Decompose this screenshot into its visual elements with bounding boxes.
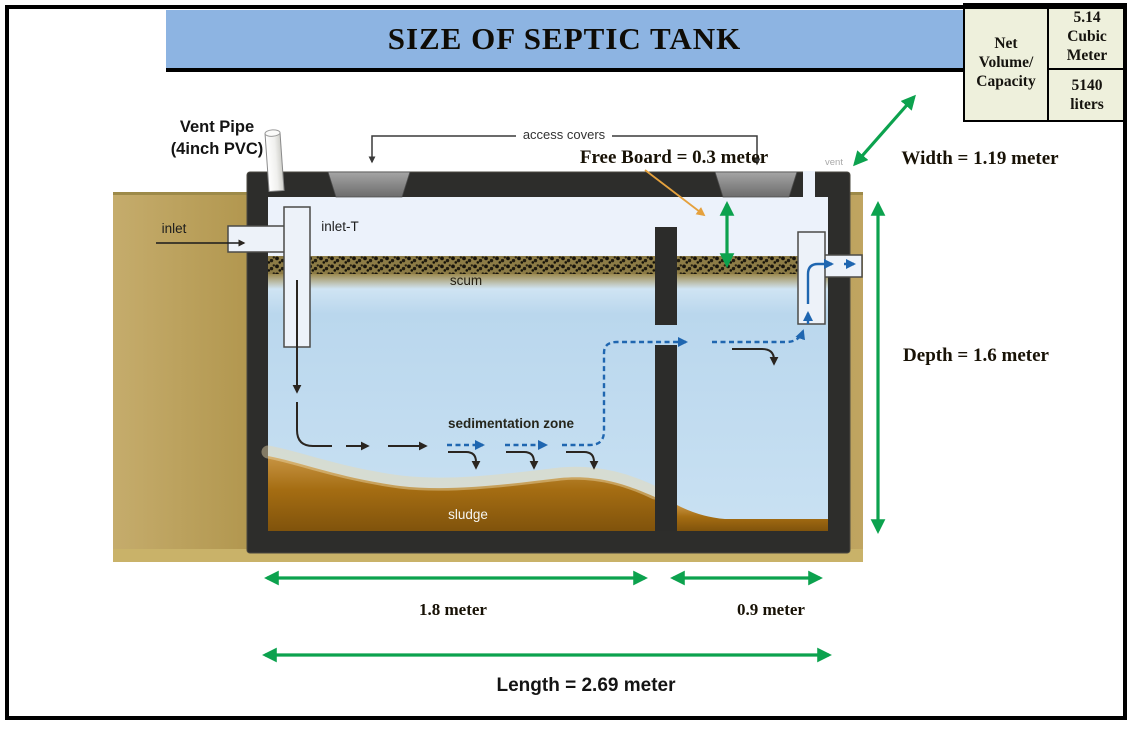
access-cover-left [327, 171, 411, 198]
dimension-arrows [262, 94, 916, 663]
vent-pipe [264, 129, 285, 193]
flow-arrows-black [292, 280, 779, 470]
scum-label: scum [449, 273, 483, 288]
vent-label: vent [825, 157, 843, 168]
depth-label: Depth = 1.6 meter [903, 345, 1049, 366]
sedimentation-zone-label: sedimentation zone [447, 416, 574, 431]
title-banner: SIZE OF SEPTIC TANK [166, 10, 963, 72]
access-cover-right [714, 171, 798, 198]
capacity-row-label: Net Volume/ Capacity [965, 5, 1049, 120]
first-chamber-dim-label: 1.8 meter [419, 600, 487, 619]
sludge-first-chamber [268, 456, 655, 531]
capacity-liters-cell: 5140 liters [1049, 70, 1125, 120]
access-covers-label: access covers [522, 127, 606, 142]
free-board-pointer-arrow [644, 169, 706, 217]
capacity-cubic-meter-cell: 5.14 Cubic Meter [1049, 5, 1125, 70]
inlet-label: inlet [161, 221, 187, 236]
second-chamber-dim-label: 0.9 meter [737, 600, 805, 619]
sludge-second-chamber [677, 505, 828, 531]
tank-interior [261, 197, 828, 531]
baffle-wall [655, 227, 677, 531]
width-arrow [853, 94, 916, 167]
page-title: SIZE OF SEPTIC TANK [387, 21, 742, 56]
sludge-surface-highlight [261, 445, 662, 500]
scum-fade [268, 274, 828, 289]
capacity-table: Net Volume/ Capacity 5.14 Cubic Meter 51… [963, 3, 1127, 122]
sludge-label: sludge [448, 507, 488, 522]
width-label: Width = 1.19 meter [901, 148, 1059, 169]
scum-layer [268, 256, 828, 274]
access-covers-pointer [368, 135, 761, 166]
flow-arrows-blue [447, 258, 857, 451]
vent-pipe-label: Vent Pipe (4inch PVC) [170, 118, 264, 159]
free-board-label: Free Board = 0.3 meter [579, 147, 769, 168]
inlet-t-label: inlet-T [321, 219, 359, 234]
vent-gap [803, 171, 815, 203]
length-dim-label: Length = 2.69 meter [496, 675, 676, 696]
